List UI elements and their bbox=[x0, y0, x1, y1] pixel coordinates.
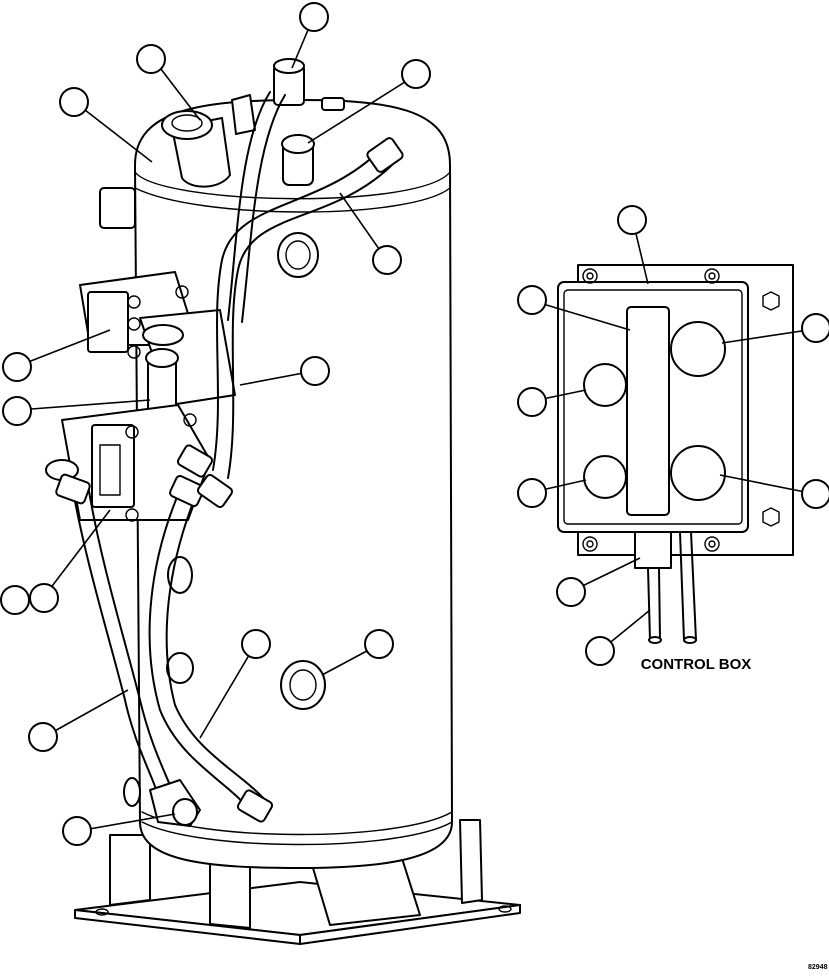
callout-4 bbox=[307, 59, 431, 144]
side-port-upper bbox=[277, 232, 319, 278]
relief-valve bbox=[161, 110, 231, 188]
tank-shell bbox=[134, 99, 453, 869]
control-box-knockout-upper-right bbox=[670, 321, 726, 377]
control-box-screws bbox=[582, 268, 780, 552]
callout-14 bbox=[62, 813, 176, 846]
top-nipple bbox=[273, 58, 305, 106]
callout-5 bbox=[339, 192, 402, 275]
hose-middle-long bbox=[148, 475, 274, 823]
control-box-window bbox=[626, 306, 670, 516]
callout-9 bbox=[29, 509, 111, 613]
control-box-knockout-lower-right bbox=[670, 445, 726, 501]
callout-8 bbox=[2, 396, 151, 426]
callout-19 bbox=[517, 478, 587, 508]
control-box bbox=[557, 264, 794, 644]
control-box-knockout-lower-left bbox=[583, 455, 627, 499]
control-box-knockout-upper-left bbox=[583, 363, 627, 407]
callouts bbox=[0, 2, 829, 846]
callout-6 bbox=[2, 329, 111, 382]
control-box-caption: CONTROL BOX bbox=[641, 656, 752, 673]
tank bbox=[45, 58, 521, 945]
hose-left-long bbox=[55, 473, 173, 801]
callout-3 bbox=[291, 2, 329, 69]
callout-15 bbox=[617, 205, 649, 285]
hose-top-to-block bbox=[227, 91, 286, 323]
figure-code: 82948 bbox=[808, 964, 828, 971]
callout-17 bbox=[721, 313, 829, 344]
callout-11 bbox=[28, 689, 129, 752]
callout-20 bbox=[719, 474, 829, 509]
callout-21 bbox=[556, 557, 641, 607]
callout-18 bbox=[517, 387, 587, 417]
callout-10 bbox=[0, 585, 30, 615]
control-box-cables bbox=[634, 531, 697, 644]
hose-top-right bbox=[212, 137, 404, 479]
callout-22 bbox=[585, 609, 651, 666]
top-plug bbox=[281, 134, 315, 186]
callout-2 bbox=[59, 87, 153, 163]
callout-12 bbox=[199, 629, 271, 739]
callout-16 bbox=[517, 285, 631, 331]
side-port-lower bbox=[280, 660, 326, 710]
tank-base-mount bbox=[74, 819, 521, 945]
callout-1 bbox=[136, 44, 201, 121]
callout-7 bbox=[239, 356, 330, 386]
upper-valve-block bbox=[79, 271, 236, 406]
callout-13 bbox=[321, 629, 394, 676]
